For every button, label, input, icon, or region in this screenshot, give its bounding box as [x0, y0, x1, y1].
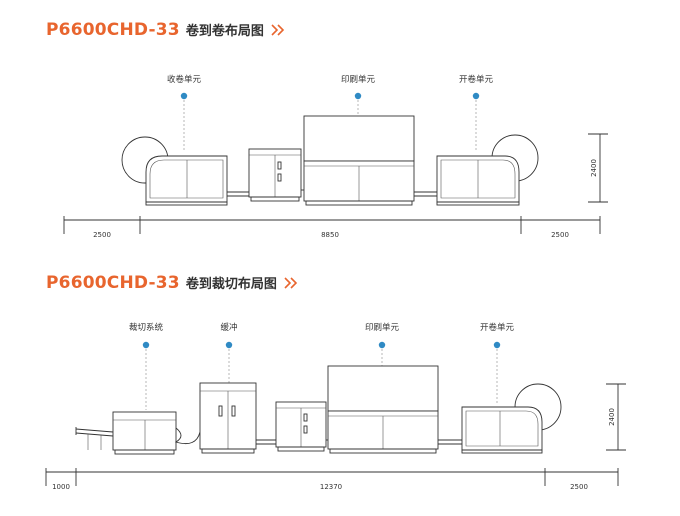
height-dimension-1: 2400 [588, 133, 608, 203]
dim-right-1: 2500 [551, 231, 569, 239]
roll-to-roll-diagram: 收卷单元 印刷单元 开卷单元 [63, 74, 608, 239]
section2-desc: 卷到裁切布局图 [185, 277, 277, 292]
web-loop [174, 427, 201, 445]
leader-print [354, 92, 362, 116]
buffer-cabinet-drawing [199, 382, 257, 454]
label-buffer: 缓冲 [220, 322, 237, 333]
dim-height-2: 2400 [608, 408, 616, 426]
label-cutting-system: 裁切系统 [129, 322, 164, 333]
section1-title: P6600CHD-33 卷到卷布局图 [46, 20, 286, 40]
label-print-unit: 印刷单元 [341, 74, 376, 85]
leader-cutting [142, 341, 150, 410]
control-cabinet-drawing-2 [275, 401, 327, 452]
unwind-unit-drawing [436, 134, 539, 206]
width-dimension-2: 1000 12370 2500 [45, 468, 619, 491]
label-unwind-unit-2: 开卷单元 [480, 322, 515, 333]
section2-model: P6600CHD-33 [46, 273, 180, 293]
delivery-table-drawing [75, 427, 114, 450]
print-unit-drawing-2 [327, 365, 439, 454]
double-chevron-icon [284, 277, 297, 289]
height-dimension-2: 2400 [606, 383, 626, 451]
dim-height-1: 2400 [590, 159, 598, 177]
unwind-unit-drawing-2 [461, 383, 562, 454]
leader-rewind [180, 92, 188, 150]
label-unwind-unit: 开卷单元 [459, 74, 494, 85]
dim-middle-1: 8850 [321, 231, 339, 239]
width-dimension-1: 2500 8850 2500 [63, 216, 601, 239]
section2-title: P6600CHD-33 卷到裁切布局图 [46, 273, 299, 293]
dim-middle-2: 12370 [320, 483, 342, 491]
dim-left-1: 2500 [93, 231, 111, 239]
label-print-unit-2: 印刷单元 [365, 322, 400, 333]
print-unit-drawing [303, 115, 415, 206]
leader-unwind-2 [493, 341, 501, 405]
label-rewind-unit: 收卷单元 [167, 74, 202, 85]
dim-right-2: 2500 [570, 483, 588, 491]
section1-model: P6600CHD-33 [46, 20, 180, 40]
control-cabinet-drawing [248, 148, 302, 202]
double-chevron-icon [271, 24, 284, 36]
leader-unwind [472, 92, 480, 150]
leader-print-2 [378, 341, 386, 366]
dim-left-2: 1000 [52, 483, 70, 491]
cutting-system-drawing [112, 411, 177, 455]
leader-buffer [225, 341, 233, 383]
rewind-unit-drawing [121, 136, 228, 206]
section1-desc: 卷到卷布局图 [185, 24, 264, 39]
